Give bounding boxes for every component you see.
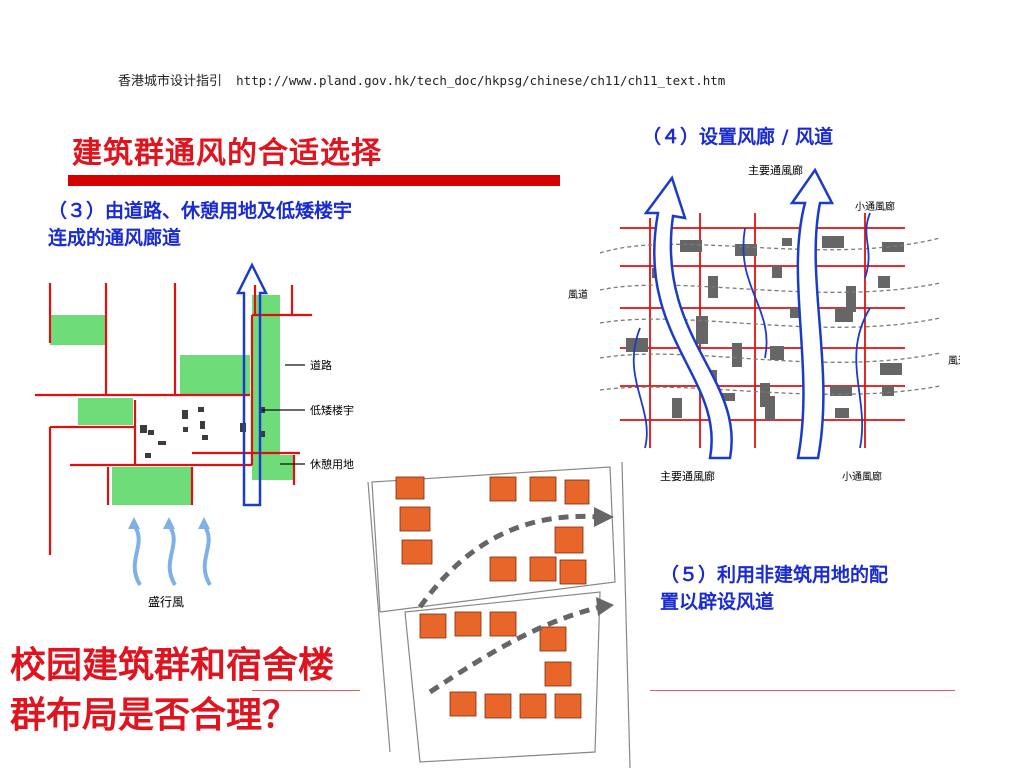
diagram-ventilation-corridor: 道路 低矮楼宇 休憩用地 盛行風 (35, 262, 354, 609)
open-space-strip (252, 295, 280, 480)
wind-label: 盛行風 (148, 594, 184, 609)
building-clusters (395, 476, 590, 719)
divider-line-left (252, 690, 360, 691)
legend-open-space: 休憩用地 (310, 457, 354, 471)
caption-3: （３）由道路、休憩用地及低矮楼宇连成的通风廊道 (48, 200, 353, 249)
label-air-path-left: 風道 (568, 288, 588, 301)
open-space-block (50, 315, 106, 345)
minor-corridor-arrows (632, 212, 871, 449)
legend-road: 道路 (310, 358, 332, 372)
label-minor-corridor-top: 小通風廊 (855, 200, 895, 213)
open-space-block (252, 455, 294, 480)
lowrise-buildings (140, 407, 265, 458)
discussion-question: 校园建筑群和宿舍楼群布局是否合理？ (10, 644, 335, 736)
road-network (35, 283, 312, 555)
site-boundaries (367, 462, 631, 768)
title-underline-bar (68, 175, 560, 186)
source-reference: 香港城市设计指引 http://www.pland.gov.hk/tech_do… (118, 70, 725, 89)
prevailing-wind-arrows (132, 523, 212, 587)
label-minor-corridor-bottom: 小通風廊 (842, 470, 882, 483)
source-url[interactable]: http://www.pland.gov.hk/tech_doc/hkpsg/c… (236, 73, 726, 88)
divider-line-right (650, 690, 955, 691)
label-air-path-right: 風道 (948, 354, 960, 367)
label-main-corridor-top: 主要通風廊 (748, 163, 803, 177)
main-corridor-arrows (643, 167, 835, 460)
slide-title: 建筑群通风的合适选择 (72, 136, 382, 171)
caption-4: （４）设置风廊 / 风道 (642, 126, 834, 148)
label-main-corridor-bottom: 主要通風廊 (660, 469, 715, 483)
air-path-dashes (417, 513, 601, 695)
open-space-block (180, 355, 250, 395)
source-title: 香港城市设计指引 (118, 74, 223, 89)
diagram-wind-corridors: 主要通風廊 小通風廊 風道 風道 主要通風廊 小通風廊 (568, 163, 960, 483)
diagram-site-plan (360, 462, 640, 768)
open-space-block (78, 398, 133, 425)
legend-lowrise: 低矮楼宇 (310, 403, 354, 417)
corridor-arrow (235, 262, 269, 507)
open-space-block (112, 467, 192, 505)
caption-5: （５）利用非建筑用地的配置以辟设风道 (660, 564, 889, 613)
